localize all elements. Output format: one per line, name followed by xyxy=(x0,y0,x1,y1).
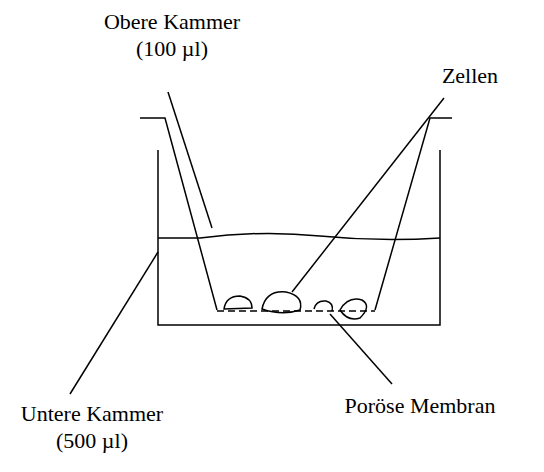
leader-line xyxy=(168,92,212,228)
cell xyxy=(224,296,252,309)
cell xyxy=(340,299,367,319)
leader-line xyxy=(330,314,392,384)
leader-line xyxy=(70,252,158,394)
chamber-label: Untere Kammer (500 µl) xyxy=(7,400,177,454)
cells-label: Zellen xyxy=(405,62,535,89)
insert-wall-left xyxy=(140,118,217,310)
cell xyxy=(314,301,332,311)
insert-wall-right xyxy=(375,118,452,310)
membrane-label: Poröse Membran xyxy=(320,392,520,419)
outer-well xyxy=(158,150,440,325)
leader-line xyxy=(292,98,444,292)
chamber-label: Obere Kammer (100 µl) xyxy=(87,8,257,62)
cell xyxy=(262,292,301,313)
liquid-level xyxy=(158,233,440,239)
